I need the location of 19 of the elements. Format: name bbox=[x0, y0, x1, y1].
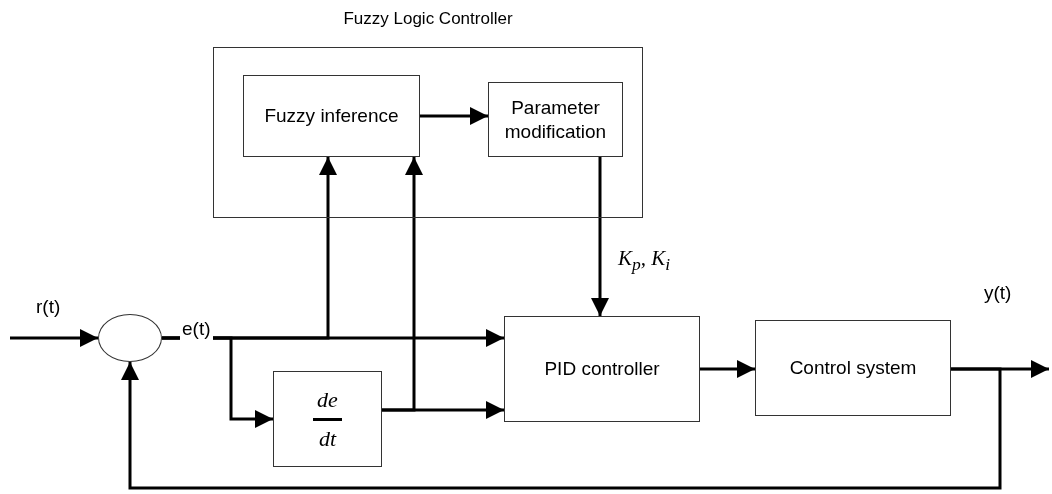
arrow bbox=[121, 362, 1002, 490]
process-box bbox=[488, 82, 623, 157]
arrow bbox=[420, 107, 488, 125]
fraction-denominator: dt bbox=[317, 424, 338, 452]
summing-junction bbox=[98, 314, 162, 362]
group-heading: Fuzzy Logic Controller bbox=[342, 8, 514, 30]
process-box bbox=[273, 371, 382, 467]
box-label: Control system bbox=[788, 356, 918, 380]
process-box bbox=[504, 316, 700, 422]
process-box bbox=[243, 75, 420, 157]
process-box bbox=[755, 320, 951, 416]
box-label: Fuzzy inference bbox=[263, 104, 400, 128]
arrow bbox=[700, 360, 755, 378]
arrow bbox=[10, 329, 98, 347]
box-label: PID controller bbox=[543, 357, 661, 381]
box-label: Parameter modification bbox=[503, 95, 608, 144]
fraction-numerator: de bbox=[313, 386, 342, 421]
arrow bbox=[382, 157, 423, 412]
arrow bbox=[591, 157, 609, 316]
